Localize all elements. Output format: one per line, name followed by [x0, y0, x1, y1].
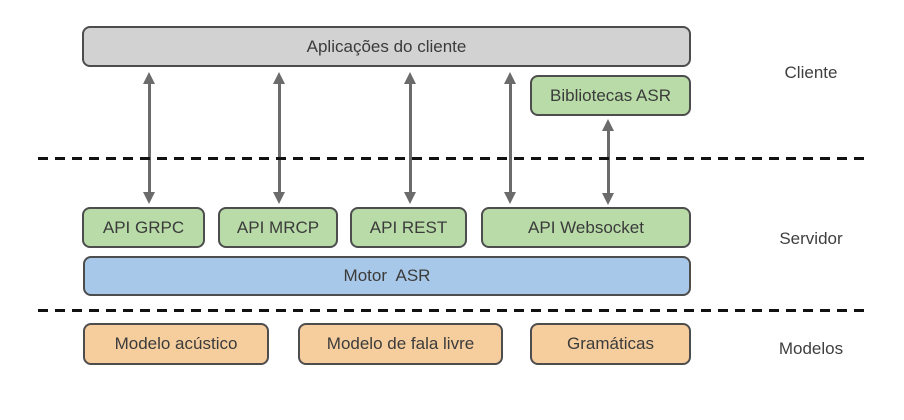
arrow-up-icon: [504, 72, 516, 84]
node-asr-engine: Motor ASR: [83, 256, 691, 296]
arrow-up-icon: [602, 119, 614, 131]
arrow-down-icon: [602, 193, 614, 205]
node-api-grpc: API GRPC: [82, 207, 205, 248]
arrow-shaft: [147, 82, 151, 194]
node-free-speech-model-label: Modelo de fala livre: [326, 334, 475, 353]
arrow-shaft: [508, 82, 512, 194]
node-api-mrcp-label: API MRCP: [236, 217, 320, 237]
node-grammars: Gramáticas: [530, 323, 691, 365]
arrow-up-icon: [404, 72, 416, 84]
arrow-shaft: [277, 82, 281, 194]
node-asr-libraries-label: Bibliotecas ASR: [550, 85, 671, 105]
node-grammars-label: Gramáticas: [567, 334, 654, 353]
node-api-websocket: API Websocket: [481, 207, 691, 248]
node-client-apps: Aplicações do cliente: [82, 26, 691, 67]
arrow-shaft: [606, 129, 610, 195]
node-acoustic-model: Modelo acústico: [83, 323, 269, 365]
divider-client-server: [38, 157, 864, 160]
node-asr-engine-label: Motor ASR: [343, 266, 431, 285]
node-free-speech-model: Modelo de fala livre: [298, 323, 503, 365]
double-arrow-client-apps-to-api-websocket: [502, 72, 518, 204]
layer-label-servidor: Servidor: [779, 229, 843, 248]
layer-label-cliente: Cliente: [784, 63, 838, 82]
arrow-down-icon: [504, 192, 516, 204]
double-arrow-asr-libraries-to-api-websocket: [600, 119, 616, 205]
node-api-websocket-label: API Websocket: [528, 217, 644, 237]
node-api-grpc-label: API GRPC: [102, 217, 185, 237]
arrow-down-icon: [404, 192, 416, 204]
arrow-shaft: [408, 82, 412, 194]
layer-label-modelos: Modelos: [778, 339, 844, 358]
double-arrow-client-apps-to-api-rest: [402, 72, 418, 204]
double-arrow-client-apps-to-api-mrcp: [271, 72, 287, 204]
arrow-down-icon: [273, 192, 285, 204]
node-api-rest: API REST: [350, 207, 467, 248]
arrow-down-icon: [143, 192, 155, 204]
node-api-mrcp: API MRCP: [218, 207, 338, 248]
node-api-rest-label: API REST: [369, 217, 448, 237]
node-acoustic-model-label: Modelo acústico: [114, 334, 238, 353]
arrow-up-icon: [143, 72, 155, 84]
node-client-apps-label: Aplicações do cliente: [306, 36, 467, 56]
divider-server-models: [38, 309, 864, 312]
double-arrow-client-apps-to-api-grpc: [141, 72, 157, 204]
node-asr-libraries: Bibliotecas ASR: [530, 75, 691, 116]
arrow-up-icon: [273, 72, 285, 84]
